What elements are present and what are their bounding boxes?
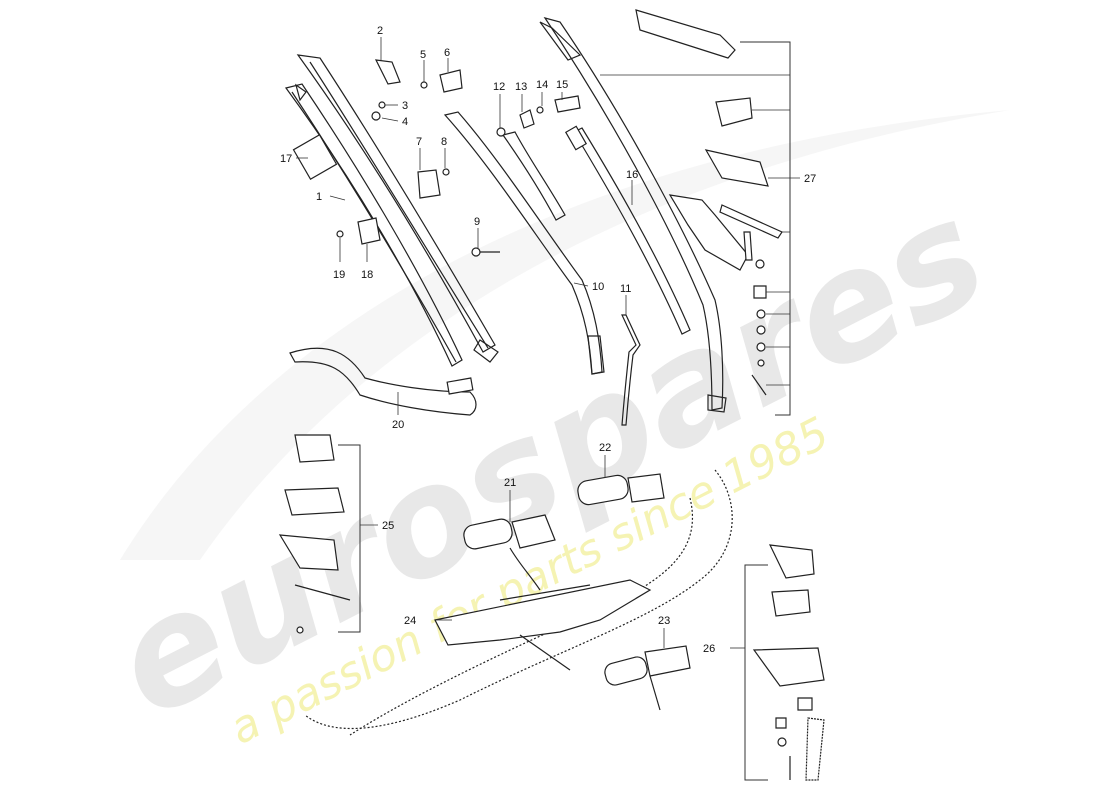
callout-15: 15 [556,79,568,91]
callout-2: 2 [377,25,383,37]
callout-5: 5 [420,49,426,61]
callout-9: 9 [474,216,480,228]
motor-bracket-27 [668,194,749,271]
hardware-cluster [336,59,581,257]
callout-6: 6 [444,47,450,59]
callout-17: 17 [280,153,292,165]
callout-11: 11 [620,283,631,295]
callout-26: 26 [703,643,715,655]
callout-24: 24 [404,615,416,627]
rod-11 [621,314,641,426]
carrier-plate-24 [434,579,652,671]
callout-19: 19 [333,269,345,281]
callout-14: 14 [536,79,548,91]
parts-set-27 [600,9,800,416]
callout-12: 12 [493,81,505,93]
callout-18: 18 [361,269,373,281]
motor-22 [577,473,665,506]
callout-leaders [296,37,665,648]
callout-8: 8 [441,136,447,148]
callout-22: 22 [599,442,611,454]
hose-20 [289,347,477,416]
callout-4: 4 [402,116,408,128]
callout-23: 23 [658,615,670,627]
callout-25: 25 [382,520,394,532]
parts-set-25 [278,434,378,634]
motor-23 [604,645,691,711]
watermark-swoosh [120,110,1010,560]
callout-3: 3 [402,100,408,112]
callout-1: 1 [316,191,322,203]
callout-21: 21 [504,477,516,489]
guide-rail-10 [443,111,605,375]
wiper-arm-12 [496,127,566,221]
callout-20: 20 [392,419,404,431]
callout-27: 27 [804,173,816,185]
callout-16: 16 [626,169,638,181]
callout-7: 7 [416,136,422,148]
motor-21 [463,514,556,591]
cable-16 [564,125,691,335]
callout-10: 10 [592,281,604,293]
callout-labels: 1 2 3 4 5 6 7 8 9 10 11 12 13 14 15 16 1… [280,25,816,655]
guide-rail-16 [539,17,727,413]
parts-set-26 [730,544,825,781]
callout-13: 13 [515,81,527,93]
